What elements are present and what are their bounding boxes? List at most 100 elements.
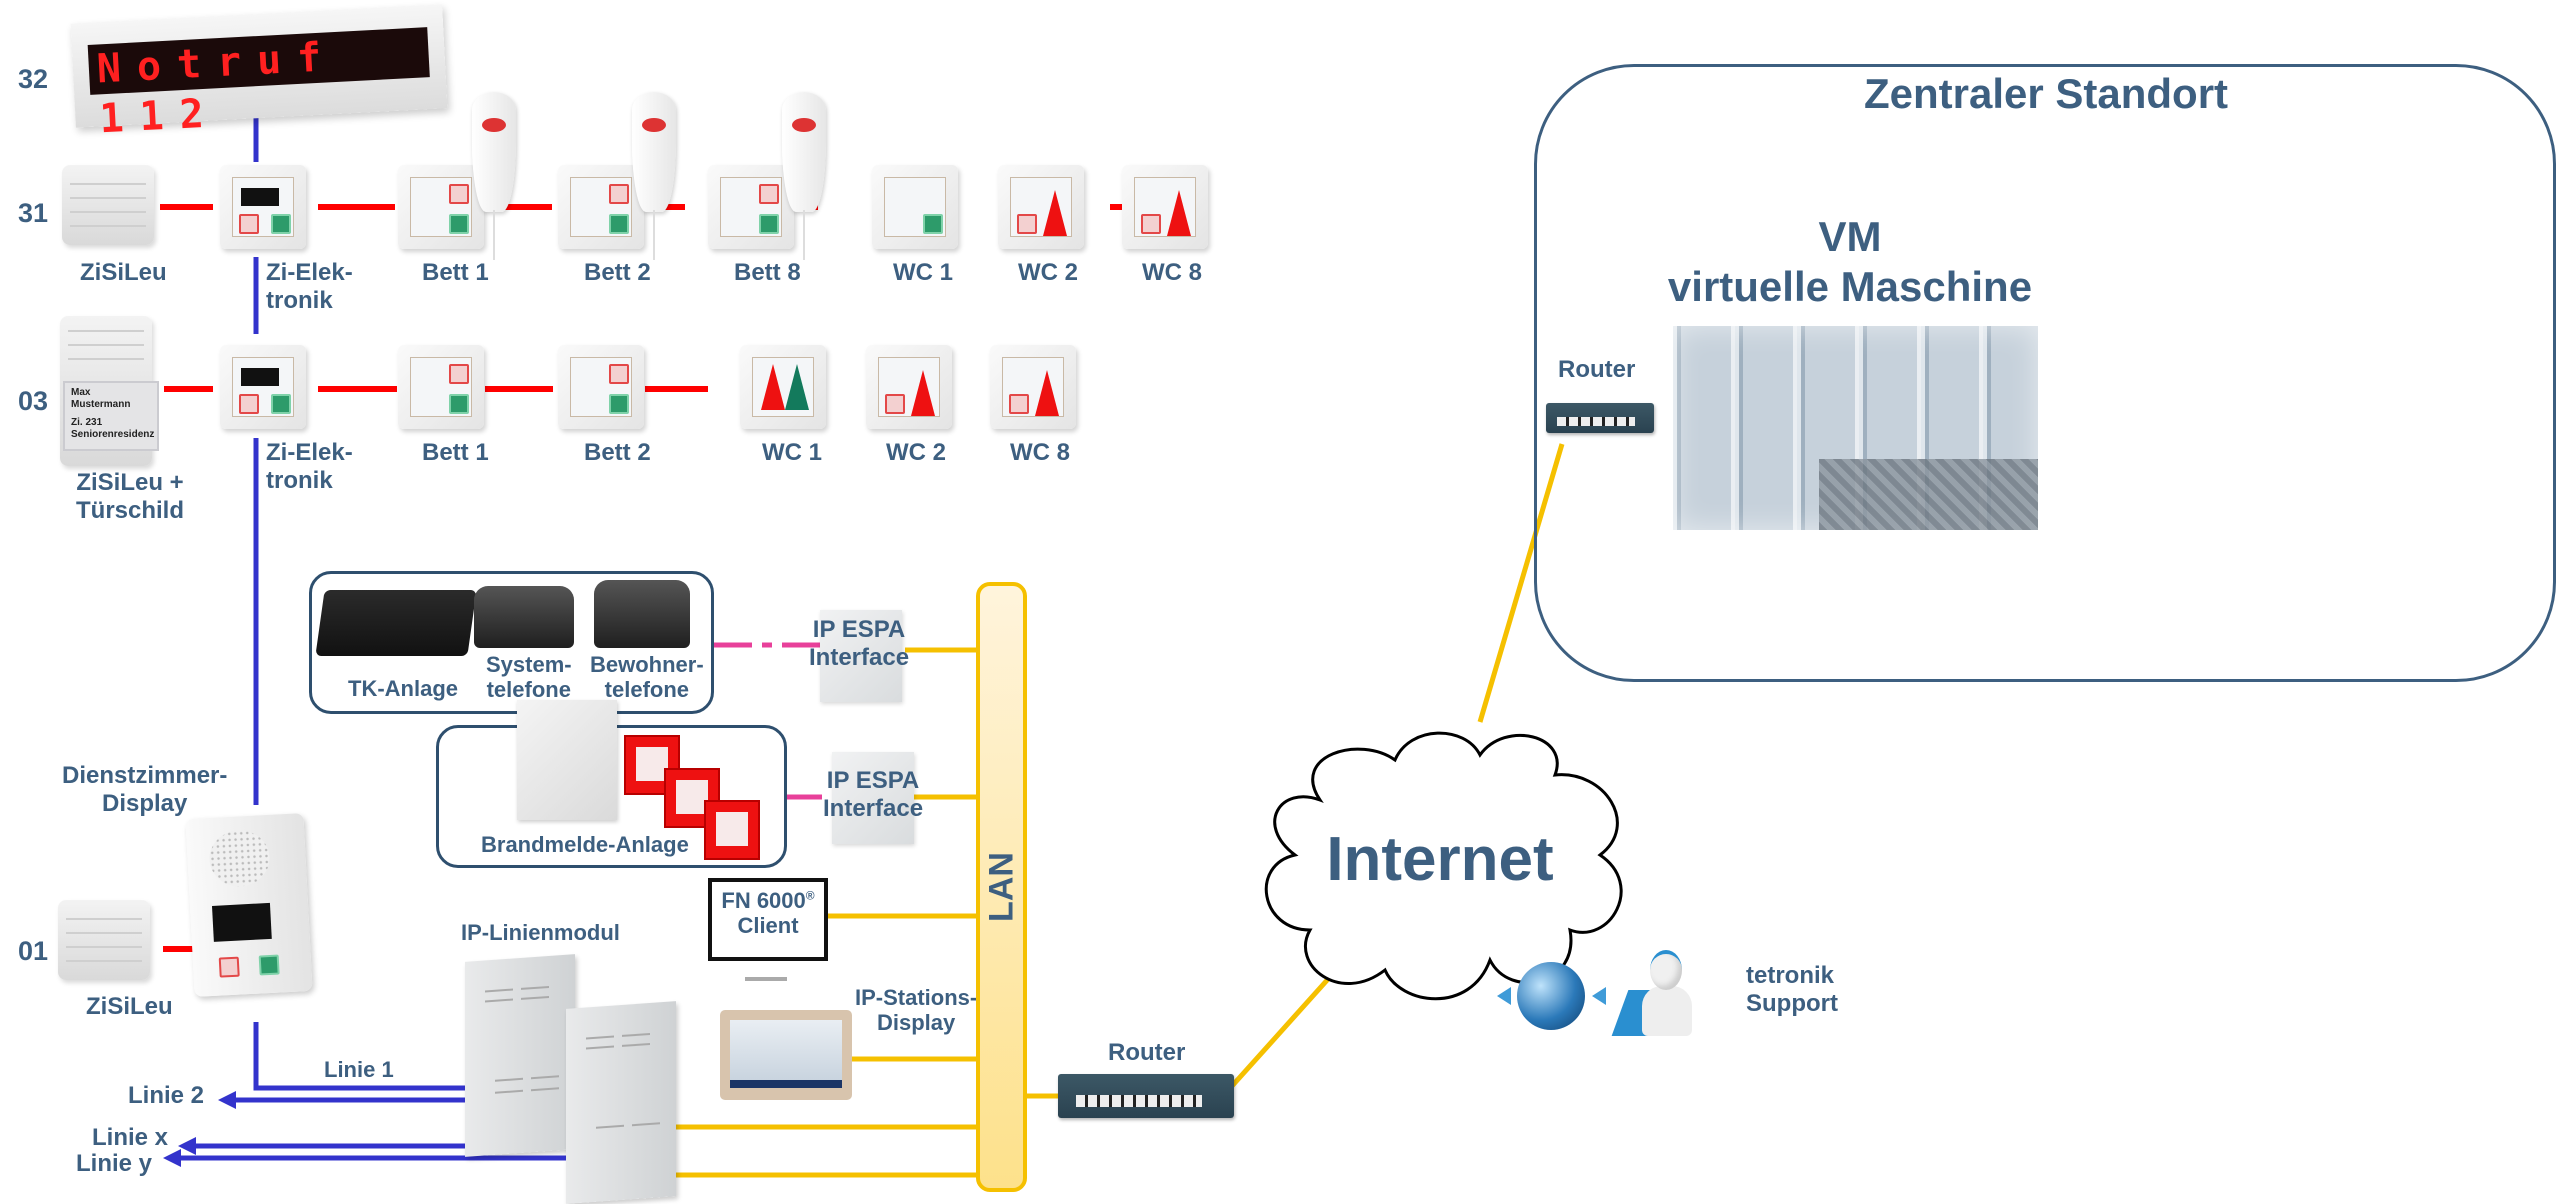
label-line1: IP-Stations-: [855, 985, 978, 1010]
central-site-box: [1534, 64, 2556, 682]
label-zi-elektronik-row03: Zi-Elek-tronik: [266, 439, 353, 494]
label-zi-elektronik-row31: Zi-Elek-tronik: [266, 259, 353, 314]
label-zisileu-row31: ZiSiLeu: [80, 259, 167, 286]
zi-elektronik-row31-icon: [220, 165, 306, 249]
label-dienstzimmer-display: Dienstzimmer-Display: [62, 762, 227, 817]
label-wc2-row03: WC 2: [886, 439, 946, 466]
label-line2: Türschild: [76, 496, 185, 524]
wc8-row03-icon: [990, 345, 1076, 429]
resident-phone-icon: [594, 580, 690, 648]
label-linie-x: Linie x: [92, 1124, 169, 1151]
label-bett2-row03: Bett 2: [584, 439, 651, 466]
pendant-bett1-icon: [472, 92, 516, 260]
label-bett1-row31: Bett 1: [422, 259, 489, 286]
door-sign-line3: Zi. 231: [71, 417, 103, 428]
pendant-bett2-icon: [632, 92, 676, 260]
zi-elektronik-row03-icon: [220, 345, 306, 429]
label-wc1-row31: WC 1: [893, 259, 953, 286]
label-line1: IP ESPA: [812, 616, 906, 643]
internet-label: Internet: [1326, 825, 1553, 894]
bett1-row03-icon: [398, 345, 484, 429]
registered-mark: ®: [805, 888, 815, 903]
support-agent-icon: [1611, 950, 1700, 1040]
fire-call-point-3-icon: [704, 800, 760, 860]
label-bett1-row03: Bett 1: [422, 439, 489, 466]
bett2-row03-icon: [558, 345, 644, 429]
door-sign: Max Mustermann Zi. 231 Seniorenresidenz: [63, 381, 159, 451]
label-line2: Interface: [809, 643, 910, 671]
label-line2: Support: [1746, 989, 1838, 1017]
lan-links: [522, 443, 1565, 1178]
dienstzimmer-display-icon: [185, 813, 313, 997]
label-tk-anlage: TK-Anlage: [348, 676, 458, 701]
label-router-local: Router: [1108, 1039, 1186, 1066]
bett2-row31-icon: [558, 165, 644, 249]
bett1-row31-icon: [398, 165, 484, 249]
label-line1: Zi-Elek-: [266, 259, 353, 286]
tk-anlage-icon: [315, 590, 477, 656]
label-brandmelde-anlage: Brandmelde-Anlage: [481, 832, 689, 857]
fire-call-point-1-icon: [624, 735, 680, 795]
wc2-row03-icon: [866, 345, 952, 429]
system-phone-icon: [474, 586, 574, 648]
espa-interface-1-icon: [820, 610, 902, 702]
wc1-row31-icon: [872, 165, 958, 249]
zisileu-row01-icon: [58, 900, 150, 980]
internet-cloud-icon: Internet: [1264, 731, 1623, 1001]
arrow-linie-x-icon: [178, 1137, 196, 1155]
row-number-03: 03: [18, 386, 49, 416]
arrow-linie-y-icon: [163, 1149, 181, 1167]
router-local-icon: [1058, 1074, 1234, 1118]
row-number-01: 01: [18, 936, 49, 966]
line-bus-wires: [175, 112, 578, 1161]
lan-bus: LAN: [976, 582, 1027, 1192]
fn6000-client-monitor-icon: FN 6000®Client: [708, 878, 828, 961]
label-line2: telefone: [486, 677, 571, 703]
label-zisileu-row01: ZiSiLeu: [86, 993, 173, 1020]
label-line2: tronik: [266, 466, 333, 494]
label-line1: Zi-Elek-: [266, 439, 353, 466]
label-zisileu-tuerschild: ZiSiLeu +Türschild: [76, 469, 184, 524]
ip-stations-display-icon: [720, 1010, 852, 1100]
wc8-row31-icon: [1122, 165, 1208, 249]
label-line2: telefone: [604, 677, 690, 703]
label-bett2-row31: Bett 2: [584, 259, 651, 286]
fire-panel-icon: [517, 700, 617, 820]
wc2-row31-icon: [998, 165, 1084, 249]
bett8-row31-icon: [708, 165, 794, 249]
telephony-group: [309, 571, 714, 714]
lan-label: LAN: [982, 852, 1020, 922]
vm-line2: virtuelle Maschine: [1667, 263, 2033, 311]
pendant-bett8-icon: [782, 92, 826, 260]
fire-call-point-2-icon: [664, 768, 720, 828]
label-linie-y: Linie y: [76, 1150, 153, 1177]
globe-icon: [1517, 962, 1585, 1030]
espa-interface-2-icon: [832, 752, 914, 844]
label-linie2: Linie 2: [128, 1082, 205, 1109]
arrow-linie2-icon: [218, 1091, 236, 1109]
door-sign-line2: Mustermann: [71, 399, 131, 410]
label-wc1-row03: WC 1: [762, 439, 822, 466]
label-line1: FN 6000: [721, 888, 806, 913]
server-rack-image: [1673, 326, 2038, 530]
label-wc8-row03: WC 8: [1010, 439, 1070, 466]
bus-wire-linie1: [253, 1022, 480, 1091]
label-line2: Interface: [823, 794, 924, 822]
label-line1: ZiSiLeu +: [76, 469, 184, 496]
label-fn6000-client: FN 6000®Client: [712, 888, 824, 939]
arrow-support-right-icon: [1592, 987, 1606, 1005]
label-system-phones: System-telefone: [486, 652, 572, 703]
door-sign-line4: Seniorenresidenz: [71, 429, 155, 440]
label-line2: tronik: [266, 286, 333, 314]
arrow-support-left-icon: [1497, 987, 1511, 1005]
door-sign-line1: Max: [71, 387, 91, 398]
label-line1: IP ESPA: [826, 767, 920, 794]
label-line1: tetronik: [1746, 962, 1835, 989]
label-line1: System-: [486, 652, 572, 677]
row-number-31: 31: [18, 198, 49, 228]
label-wc2-row31: WC 2: [1018, 259, 1078, 286]
label-linie1: Linie 1: [324, 1057, 394, 1082]
